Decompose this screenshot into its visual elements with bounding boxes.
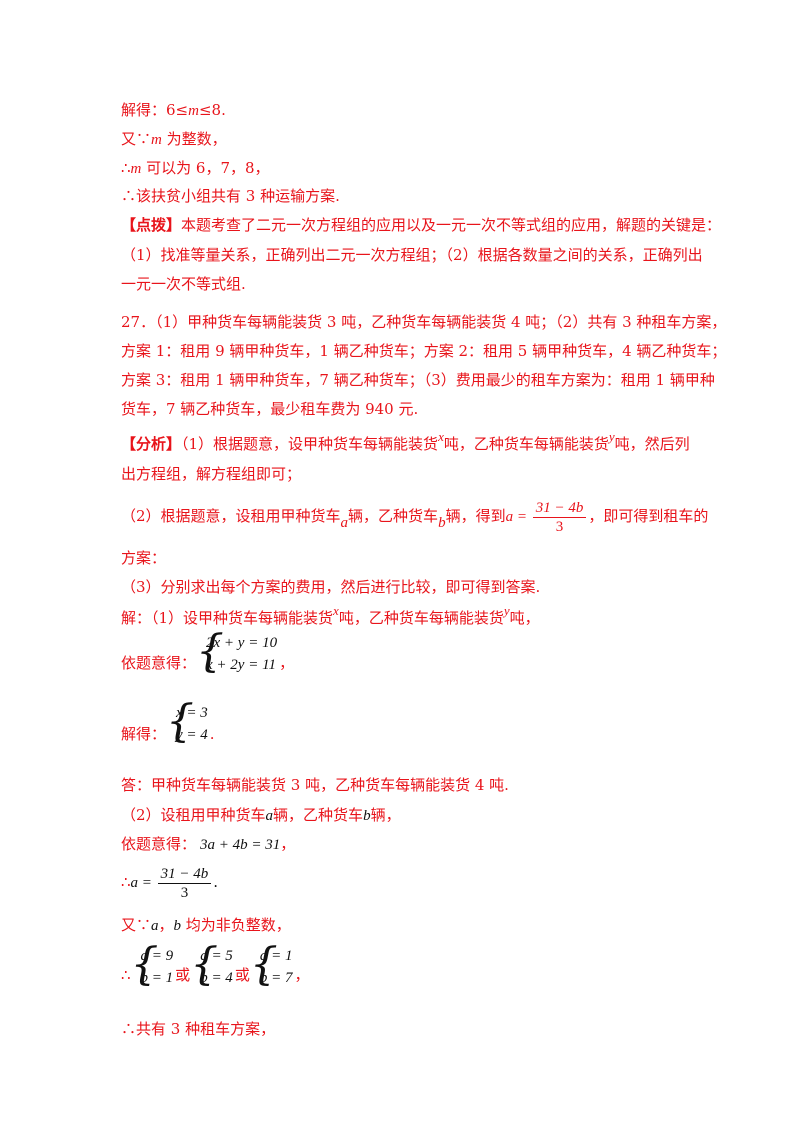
text-line: ∴该扶贫小组共有 3 种运输方案. — [121, 187, 340, 205]
text-line: 方案： — [121, 549, 167, 567]
text-line: 出方程组，解方程组即可； — [121, 465, 302, 483]
tip-label: 【点拨】 — [121, 216, 182, 234]
text-line: 又∵a，b 均为非负整数， — [121, 916, 291, 934]
answer-line: 方案 3：租用 1 辆甲种货车，7 辆乙种货车；（3）费用最少的租车方案为：租用… — [121, 371, 715, 389]
answer-line: 方案 1：租用 9 辆甲种货车，1 辆乙种货车；方案 2：租用 5 辆甲种货车，… — [121, 342, 727, 360]
text-line: ∴m 可以为 6，7，8， — [121, 159, 270, 177]
tip-line: 【点拨】本题考查了二元一次方程组的应用以及一元一次不等式组的应用，解题的关键是： — [121, 216, 722, 234]
solution-line: 解：（1）设甲种货车每辆能装货x吨，乙种货车每辆能装货y吨， — [121, 603, 540, 627]
answer-line: 27．（1）甲种货车每辆能装货 3 吨，乙种货车每辆能装货 4 吨；（2）共有 … — [121, 313, 727, 331]
answer-line: 货车，7 辆乙种货车，最少租车费为 940 元. — [121, 400, 419, 418]
text-line: （1）找准等量关系，正确列出二元一次方程组；（2）根据各数量之间的关系，正确列出 — [121, 246, 703, 264]
text-line: 又∵m 为整数， — [121, 130, 227, 148]
analysis-line: 【分析】（1）根据题意，设甲种货车每辆能装货x吨，乙种货车每辆能装货y吨，然后列 — [121, 429, 690, 453]
solution-line: （2）设租用甲种货车a辆，乙种货车b辆， — [121, 806, 401, 824]
text-line: （3）分别求出每个方案的费用，然后进行比较，即可得到答案. — [121, 578, 541, 596]
analysis-label: 【分析】 — [121, 435, 182, 453]
formula: a = — [505, 509, 531, 525]
answer-line: 答：甲种货车每辆能装货 3 吨，乙种货车每辆能装货 4 吨. — [121, 776, 509, 794]
text-line: ∴共有 3 种租车方案， — [121, 1020, 276, 1038]
equation-line: 依题意得：3a + 4b = 31， — [121, 835, 296, 853]
text-line: 一元一次不等式组. — [121, 275, 246, 293]
text-line: 解得：6≤m≤8. — [121, 101, 226, 119]
